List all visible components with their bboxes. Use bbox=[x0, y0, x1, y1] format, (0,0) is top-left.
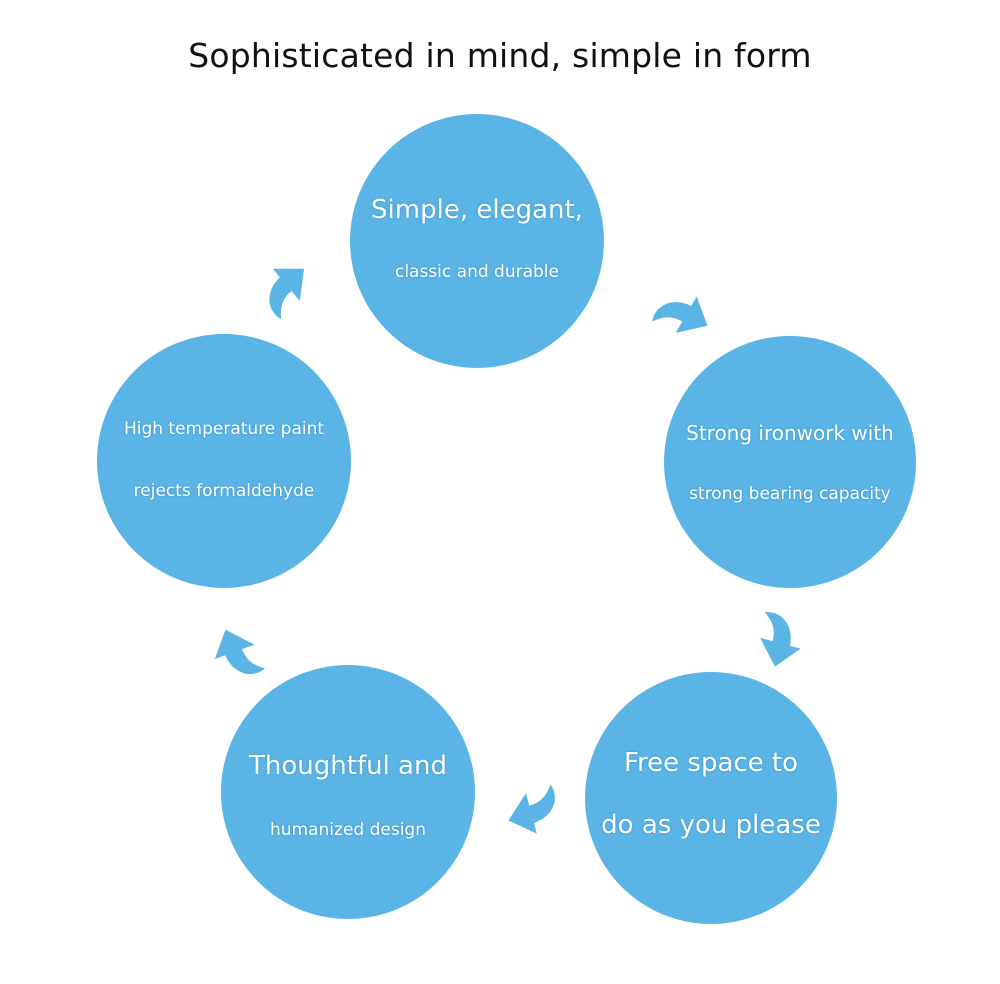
node-2-line-1: Strong ironwork with bbox=[686, 421, 894, 445]
node-3-line-1: Free space to bbox=[623, 748, 799, 778]
node-5-line-2: rejects formaldehyde bbox=[133, 481, 315, 501]
node-free-space: Free space to do as you please bbox=[585, 672, 837, 924]
curved-arrow-icon bbox=[751, 610, 808, 672]
node-1-line-2: classic and durable bbox=[394, 262, 559, 282]
node-4-line-1: Thoughtful and bbox=[249, 751, 447, 781]
node-3-line-2: do as you please bbox=[601, 810, 821, 840]
diagram-title: Sophisticated in mind, simple in form bbox=[188, 36, 812, 75]
node-simple-elegant: Simple, elegant, classic and durable bbox=[350, 114, 604, 368]
node-5-line-1: High temperature paint bbox=[123, 419, 325, 439]
curved-arrow-icon bbox=[650, 282, 718, 347]
node-1-line-1: Simple, elegant, bbox=[371, 195, 583, 225]
node-thoughtful-design: Thoughtful and humanized design bbox=[221, 665, 475, 919]
node-high-temperature-paint: High temperature paint rejects formaldeh… bbox=[97, 334, 351, 588]
curved-arrow-icon bbox=[251, 253, 320, 321]
node-4-line-2: humanized design bbox=[270, 820, 426, 840]
node-2-line-2: strong bearing capacity bbox=[689, 484, 891, 504]
curved-arrow-icon bbox=[502, 784, 564, 840]
curved-arrow-icon bbox=[206, 621, 266, 685]
node-strong-ironwork: Strong ironwork with strong bearing capa… bbox=[664, 336, 916, 588]
